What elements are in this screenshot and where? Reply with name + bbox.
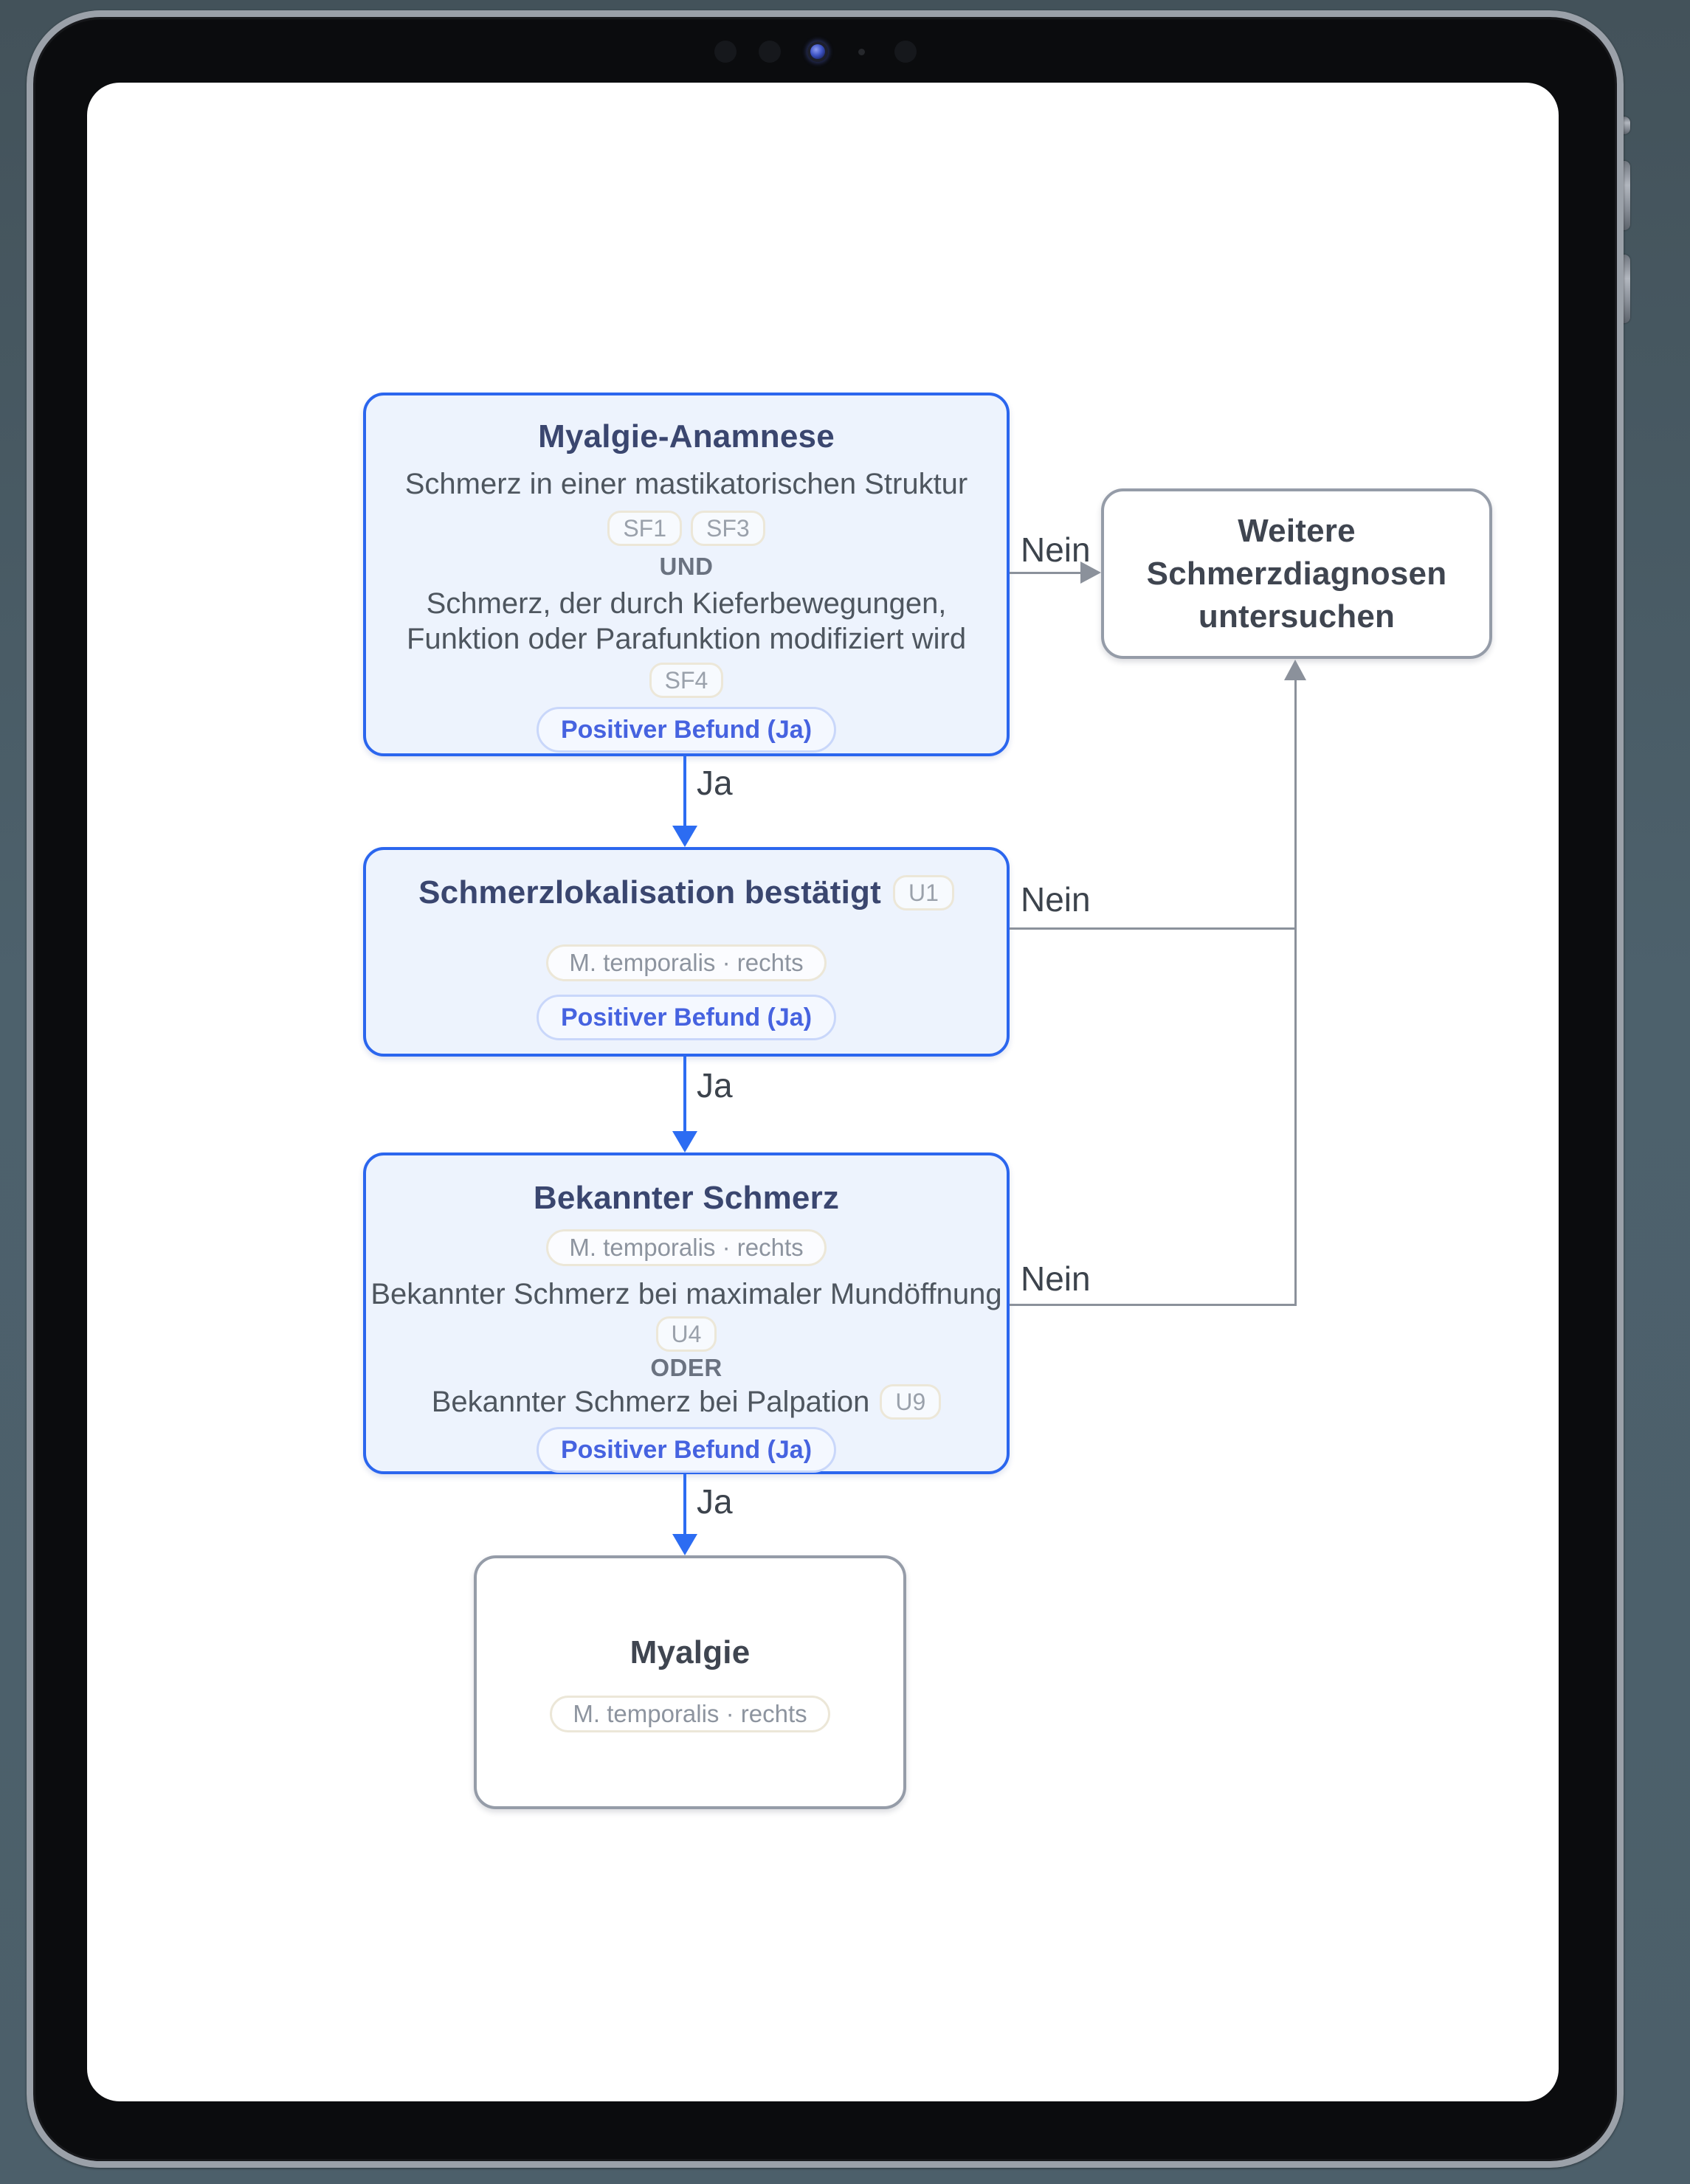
criterion-code-badge: SF1 <box>607 511 682 546</box>
location-pill: M. temporalis · rechts <box>550 1696 830 1732</box>
camera-sensor-dot <box>759 41 781 63</box>
camera-sensor-dot <box>714 41 737 63</box>
node-title: Weitere Schmerzdiagnosen untersuchen <box>1146 512 1447 635</box>
edge-nein-3 <box>1010 1304 1297 1306</box>
location-pill: M. temporalis · rechts <box>546 1229 827 1266</box>
criterion-text: Schmerz, der durch Kieferbewegungen, <box>426 587 947 620</box>
criterion-code-badge: U9 <box>880 1384 942 1420</box>
edge-ja-3 <box>683 1474 686 1536</box>
arrowhead-down-icon <box>672 1534 697 1555</box>
location-pill: M. temporalis · rechts <box>546 944 827 981</box>
criterion-code-badge: U1 <box>892 875 954 910</box>
criterion-text: Bekannter Schmerz bei Palpation <box>431 1386 870 1418</box>
camera-sensor-dot <box>894 41 917 63</box>
edge-label-ja-2: Ja <box>697 1066 733 1105</box>
edge-label-nein-2: Nein <box>1021 880 1091 919</box>
node-title: Myalgie-Anamnese <box>538 418 835 455</box>
criterion-text: Schmerz in einer mastikatorischen Strukt… <box>404 468 968 500</box>
node-myalgie-anamnese[interactable]: Myalgie-Anamnese Schmerz in einer mastik… <box>363 393 1010 756</box>
node-bekannter-schmerz[interactable]: Bekannter Schmerz M. temporalis · rechts… <box>363 1153 1010 1474</box>
arrowhead-up-icon <box>1284 660 1306 680</box>
criterion-code-badge: SF3 <box>691 511 765 546</box>
criterion-text: Bekannter Schmerz bei maximaler Mundöffn… <box>370 1278 1002 1310</box>
edge-nein-vertical <box>1294 677 1297 1306</box>
node-schmerzlokalisation[interactable]: Schmerzlokalisation bestätigt U1 M. temp… <box>363 847 1010 1057</box>
criterion-code-badge: U4 <box>655 1316 717 1352</box>
edge-label-ja-1: Ja <box>697 764 733 802</box>
flowchart-canvas: Myalgie-Anamnese Schmerz in einer mastik… <box>87 83 1559 2101</box>
microphone-dot <box>858 49 865 55</box>
criterion-code-badge: SF4 <box>649 663 724 698</box>
arrowhead-right-icon <box>1080 561 1101 584</box>
positive-finding-pill: Positiver Befund (Ja) <box>536 995 837 1040</box>
node-weitere-schmerzdiagnosen[interactable]: Weitere Schmerzdiagnosen untersuchen <box>1101 488 1492 659</box>
edge-label-nein-3: Nein <box>1021 1259 1091 1298</box>
edge-ja-1 <box>683 756 686 828</box>
edge-nein-1 <box>1010 572 1083 574</box>
node-title: Bekannter Schmerz <box>533 1180 840 1216</box>
tablet-screen: Myalgie-Anamnese Schmerz in einer mastik… <box>87 83 1559 2101</box>
front-camera-lens-icon <box>807 41 828 62</box>
tablet-frame: Myalgie-Anamnese Schmerz in einer mastik… <box>27 10 1624 2168</box>
positive-finding-pill: Positiver Befund (Ja) <box>536 707 837 753</box>
edge-label-ja-3: Ja <box>697 1482 733 1521</box>
arrowhead-down-icon <box>672 826 697 847</box>
edge-label-nein-1: Nein <box>1021 531 1091 569</box>
node-title: Schmerzlokalisation bestätigt <box>418 874 881 910</box>
arrowhead-down-icon <box>672 1131 697 1153</box>
edge-ja-2 <box>683 1057 686 1133</box>
logic-operator: ODER <box>650 1354 722 1381</box>
node-myalgie-diagnose[interactable]: Myalgie M. temporalis · rechts <box>474 1555 906 1809</box>
node-title: Myalgie <box>630 1634 751 1670</box>
edge-nein-2 <box>1010 927 1297 930</box>
criterion-text: Funktion oder Parafunktion modifiziert w… <box>406 623 967 655</box>
logic-operator: UND <box>659 553 714 580</box>
positive-finding-pill: Positiver Befund (Ja) <box>536 1427 837 1473</box>
